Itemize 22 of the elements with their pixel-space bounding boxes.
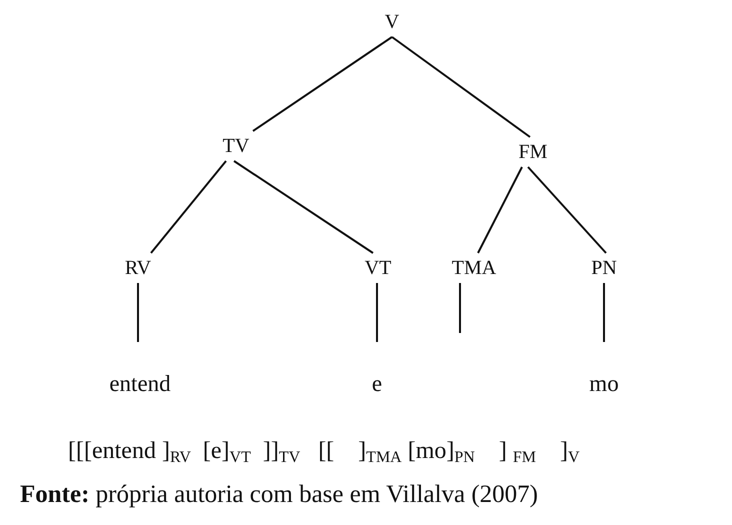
tree-node-label: VT	[362, 253, 394, 283]
tree-branch-line	[233, 160, 374, 254]
tree-branch-line	[150, 160, 227, 254]
tree-branch-line	[459, 283, 461, 333]
tree-branch-line	[391, 36, 531, 138]
tree-node-label: PN	[588, 253, 620, 283]
tree-branch-line	[252, 36, 393, 132]
morpheme-text: e	[368, 342, 386, 400]
tree-branch-line	[477, 166, 523, 254]
tree-node-label: TMA	[448, 253, 500, 283]
tree-node-label: RV	[122, 253, 154, 283]
morpheme-text: mo	[586, 342, 622, 400]
tree-node-label: V	[382, 7, 402, 37]
morpheme-text: entend	[106, 342, 174, 400]
tree-node-label: FM	[516, 137, 550, 167]
tree-branch-line	[376, 283, 378, 342]
tree-node-label: TV	[220, 131, 252, 161]
tree-branch-line	[527, 166, 607, 254]
source-caption: Fonte: própria autoria com base em Villalva (2007)	[20, 481, 538, 509]
bracket-notation: [[[entend ]$_{RV}$ [e]$_{VT}$ ]]$_{TV}$ [[ ]$_{TMA}$ [mo]$_{PN}$ ] $_{FM}$ ]$_{V}$	[68, 438, 580, 467]
tree-branch-line	[137, 283, 139, 342]
tree-branch-line	[603, 283, 605, 342]
